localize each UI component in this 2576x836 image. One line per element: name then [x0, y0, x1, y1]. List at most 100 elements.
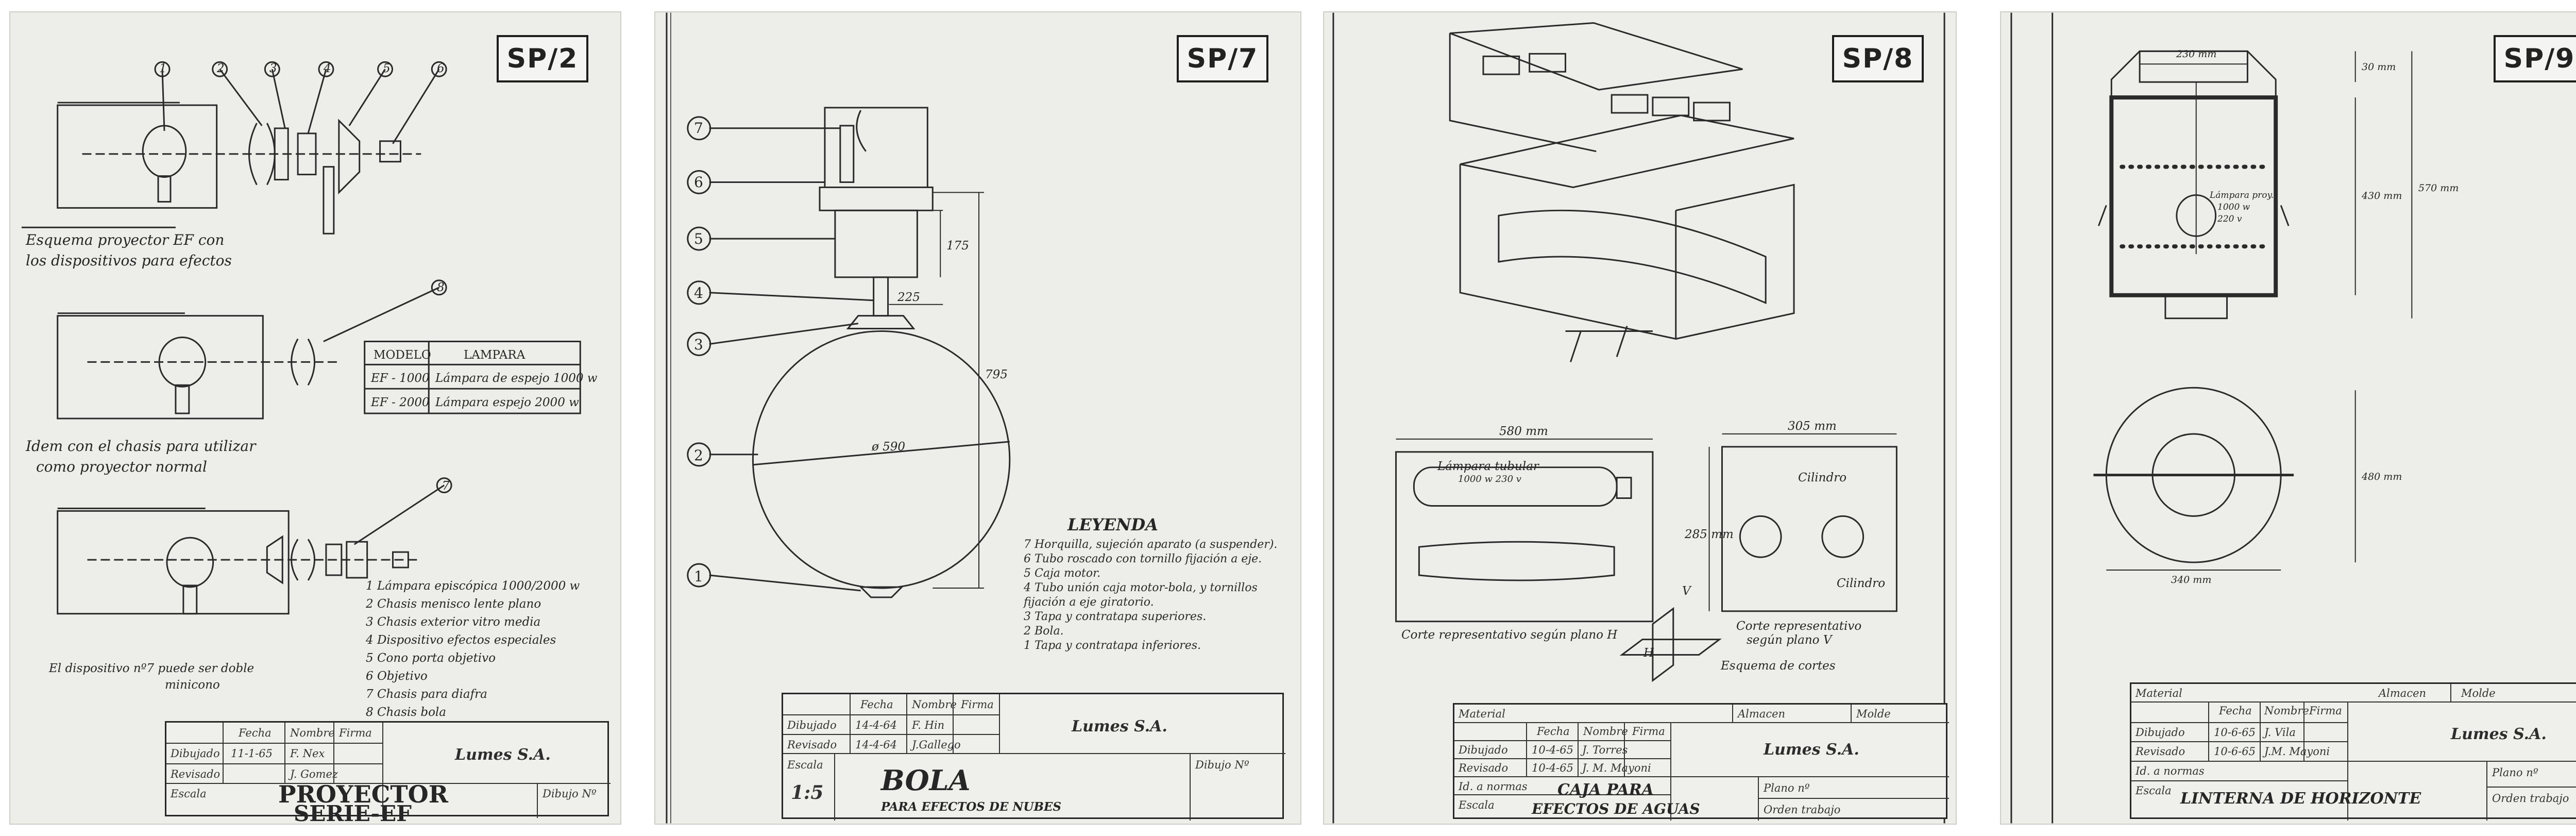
legend-item: 3 Tapa y contratapa superiores.: [1024, 610, 1207, 623]
callout-number: 7: [694, 120, 703, 137]
parts-item: 8 Chasis bola: [366, 706, 446, 719]
parts-item: 2 Chasis menisco lente plano: [366, 597, 541, 611]
dimension-label: 230 mm: [2176, 48, 2217, 60]
callout-number: 1: [694, 568, 703, 585]
tb-name: J. Gomez: [290, 768, 338, 780]
section-caption: según plano V: [1747, 633, 1832, 647]
callout-number: 5: [383, 62, 391, 75]
title-block-grid: [2131, 684, 2576, 821]
drawing-title: BOLA: [881, 764, 971, 797]
tb-almacen-label: Almacen: [2379, 687, 2427, 699]
tb-normas-label: Id. a normas: [2136, 765, 2205, 777]
projector-schematic-drawing: [21, 61, 581, 615]
company-logo: Lumes S.A.: [1764, 741, 1859, 759]
dimension-label: 430 mm: [2362, 190, 2402, 202]
drawing-title: CAJA PARA: [1557, 781, 1654, 799]
tb-plano-label: Plano nº: [1764, 782, 1810, 794]
title-block-grid: [166, 723, 611, 818]
sheet-code: SP/9: [2494, 35, 2576, 82]
title-block: Fecha Nombre Firma Dibujado Revisado 11-…: [165, 721, 611, 818]
title-block: Fecha Nombre Firma Dibujado Revisado 14-…: [782, 693, 1285, 821]
water-effect-box-drawing: [1332, 12, 1945, 824]
dimension-label: 285 mm: [1685, 528, 1734, 541]
dimension-label: 795: [985, 368, 1008, 381]
callout-number: 6: [437, 62, 445, 75]
table-cell: EF - 2000: [371, 396, 430, 409]
tb-fecha-label: Fecha: [2219, 705, 2252, 717]
tb-firma-label: Firma: [961, 698, 994, 711]
sheet-code: SP/7: [1177, 35, 1268, 82]
parts-item: 3 Chasis exterior vitro media: [366, 615, 541, 629]
dimension-label: ø 590: [872, 440, 906, 454]
parts-item: 5 Cono porta objetivo: [366, 651, 496, 665]
drawing-sheet-sp2: SP/2 1 2 3 4 5 6 8 7 Esquema proyector E…: [9, 11, 621, 826]
drawing-sheet-sp7: SP/7 7 6 5 4 3 2 1 225 795 ø 590 175 LEY…: [654, 11, 1301, 825]
tb-name: J.Gallego: [912, 739, 961, 751]
tb-date: 10-6-65: [2214, 726, 2256, 739]
horizon-lantern-drawing: [2010, 12, 2413, 824]
lamp-label: 1000 w: [2217, 202, 2250, 212]
company-logo: Lumes S.A.: [2451, 725, 2547, 743]
lamp-label: Lámpara proy.: [2210, 190, 2274, 200]
tb-firma-label: Firma: [1632, 725, 1665, 738]
tb-material-label: Material: [2136, 687, 2182, 699]
table-cell: Lámpara espejo 2000 w: [435, 396, 579, 409]
tb-scale: 1:5: [791, 782, 824, 804]
callout-number: 7: [442, 479, 450, 493]
tb-nombre-label: Nombre: [2264, 705, 2309, 717]
parts-item: 1 Lámpara episcópica 1000/2000 w: [366, 579, 580, 593]
sheet-code: SP/2: [497, 35, 588, 82]
caption: Idem con el chasis para utilizar: [26, 438, 256, 455]
callout-number: 2: [217, 62, 225, 75]
title-block-grid: [783, 694, 1285, 821]
tb-revisado-label: Revisado: [1459, 762, 1509, 774]
lamp-label: Lámpara tubular: [1437, 460, 1539, 473]
legend-item: 2 Bola.: [1024, 625, 1064, 638]
tb-orden-label: Orden trabajo: [1764, 804, 1841, 816]
tb-date: 14-4-64: [855, 719, 897, 731]
plane-label: V: [1682, 584, 1691, 598]
callout-number: 8: [437, 281, 445, 294]
tb-dibujado-label: Dibujado: [1459, 744, 1508, 756]
parts-item: 6 Objetivo: [366, 670, 428, 683]
tb-normas-label: Id. a normas: [1459, 780, 1528, 793]
cylinder-label: Cilindro: [1798, 471, 1847, 484]
legend-item: 4 Tubo unión caja motor-bola, y tornillo…: [1024, 581, 1258, 594]
tb-revisado-label: Revisado: [171, 768, 221, 780]
drawing-sheet-sp8: SP/8 580 mm 305 mm 285 mm Lámpara tubula…: [1323, 11, 1957, 825]
plane-label: H: [1643, 646, 1654, 660]
tb-dibujo-label: Dibujo Nº: [1195, 759, 1249, 771]
tb-fecha-label: Fecha: [860, 698, 893, 711]
caption: como proyector normal: [36, 458, 207, 475]
tb-molde-label: Molde: [1856, 708, 1891, 720]
tb-firma-label: Firma: [2309, 705, 2342, 717]
tb-date: 14-4-64: [855, 739, 897, 751]
cylinder-label: Cilindro: [1837, 577, 1886, 590]
callout-number: 1: [159, 62, 167, 75]
section-caption: Esquema de cortes: [1721, 659, 1836, 673]
legend-item: 7 Horquilla, sujeción aparato (a suspend…: [1024, 538, 1278, 551]
dimension-label: 340 mm: [2171, 574, 2212, 586]
callout-number: 3: [694, 336, 703, 353]
tb-material-label: Material: [1459, 708, 1505, 720]
tb-date: 10-4-65: [1532, 762, 1573, 774]
callout-number: 4: [324, 62, 331, 75]
drawing-subtitle: PARA EFECTOS DE NUBES: [881, 800, 1062, 814]
tb-nombre-label: Nombre: [912, 698, 957, 711]
tb-plano-label: Plano nº: [2492, 766, 2538, 779]
tb-date: 11-1-65: [231, 747, 273, 760]
dimension-label: 175: [946, 239, 969, 253]
tb-date: 10-4-65: [1532, 744, 1573, 756]
title-block: Material Almacen Molde Fecha Nombre Firm…: [1453, 703, 1949, 821]
table-cell: EF - 1000: [371, 372, 430, 385]
tb-dibujado-label: Dibujado: [2136, 726, 2185, 739]
tb-firma-label: Firma: [339, 727, 372, 739]
tb-escala-label: Escala: [2136, 784, 2172, 797]
drawing-sheet-sp9: SP/9 230 mm 30 mm 430 mm 570 mm 480 mm 3…: [2000, 11, 2576, 825]
tb-name: J. Torres: [1582, 744, 1628, 756]
tb-name: J. Vila: [2264, 726, 2296, 739]
tb-name: J. M. Mayoni: [1582, 762, 1651, 774]
section-caption: Corte representativo según plano H: [1401, 628, 1618, 642]
dimension-label: 580 mm: [1499, 425, 1548, 438]
company-logo: Lumes S.A.: [1072, 717, 1167, 735]
